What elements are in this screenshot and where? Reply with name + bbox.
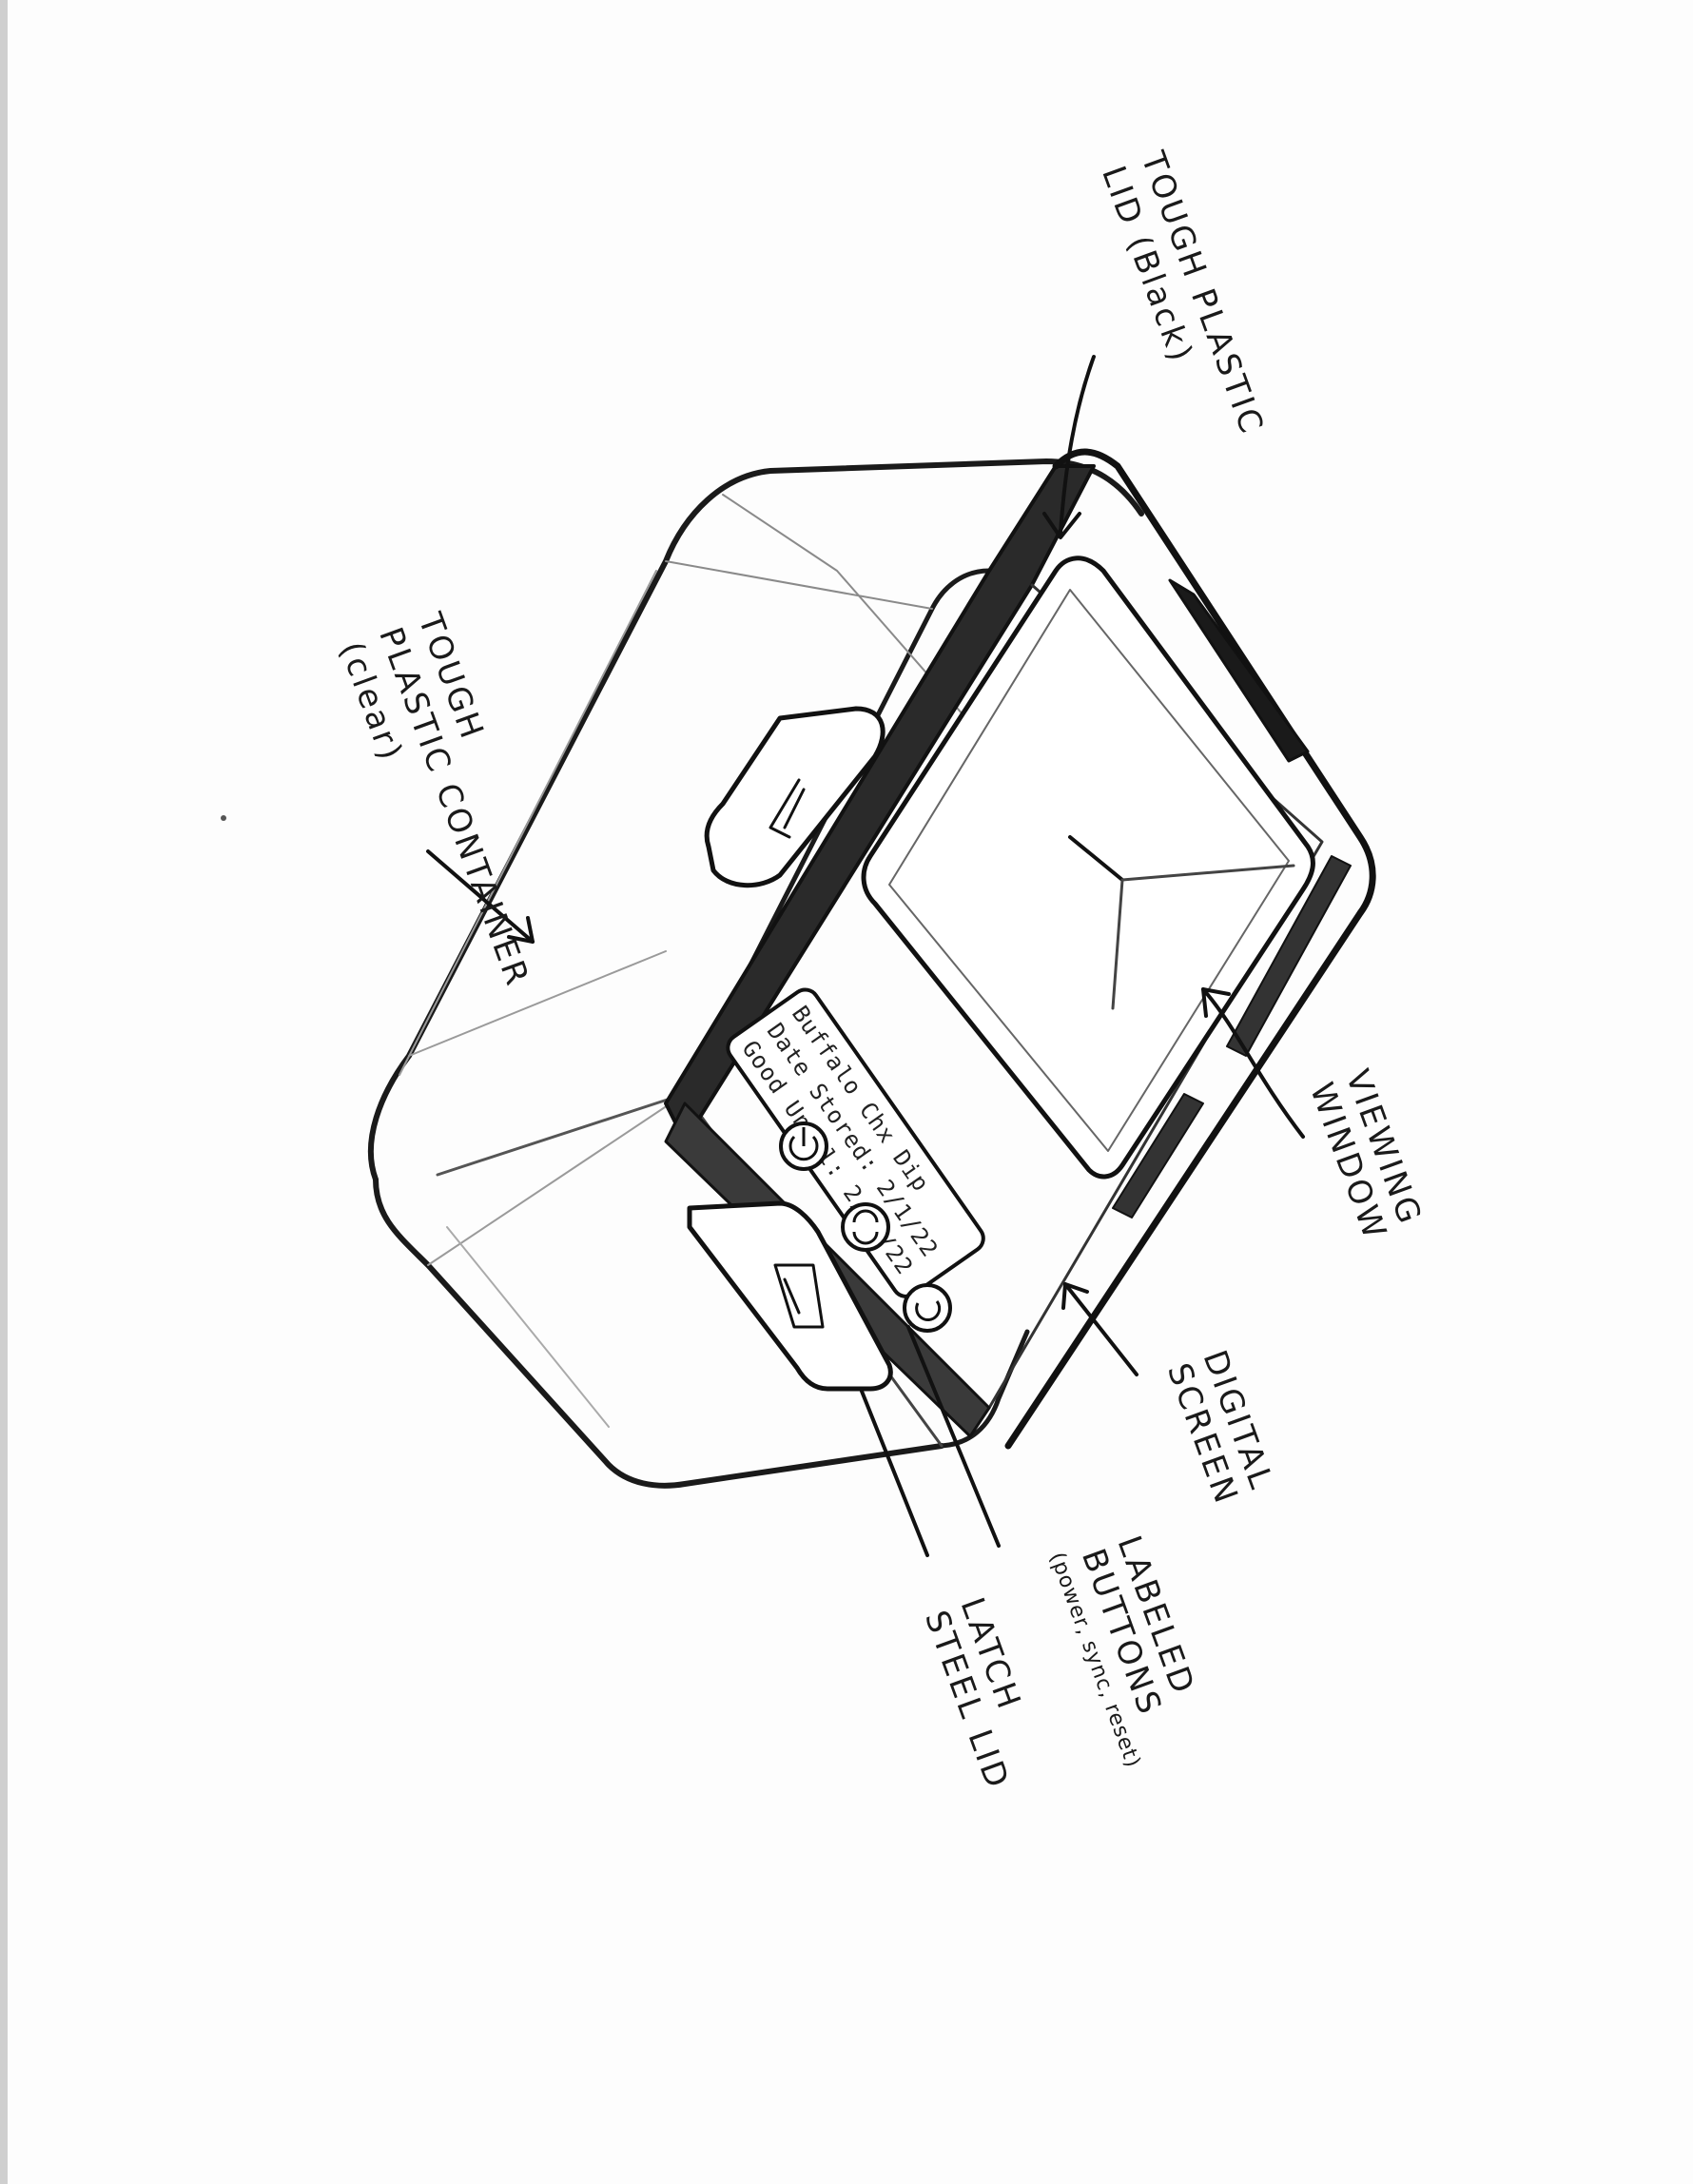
label-lid: TOUGH PLASTIC LID (Black): [1094, 146, 1272, 454]
label-digital-screen: DIGITAL SCREEN: [1159, 1345, 1281, 1510]
label-latch: LATCH STEEL LID: [917, 1592, 1053, 1795]
pencil-speck: [221, 815, 226, 821]
power-button[interactable]: [781, 1123, 827, 1169]
label-buttons: LABELED BUTTONS (power, sync, reset): [1044, 1522, 1219, 1771]
sync-button[interactable]: [843, 1204, 888, 1250]
reset-button[interactable]: [905, 1285, 950, 1331]
scan-edge: [0, 0, 8, 2184]
label-viewing-window: VIEWING WINDOW: [1302, 1064, 1430, 1246]
